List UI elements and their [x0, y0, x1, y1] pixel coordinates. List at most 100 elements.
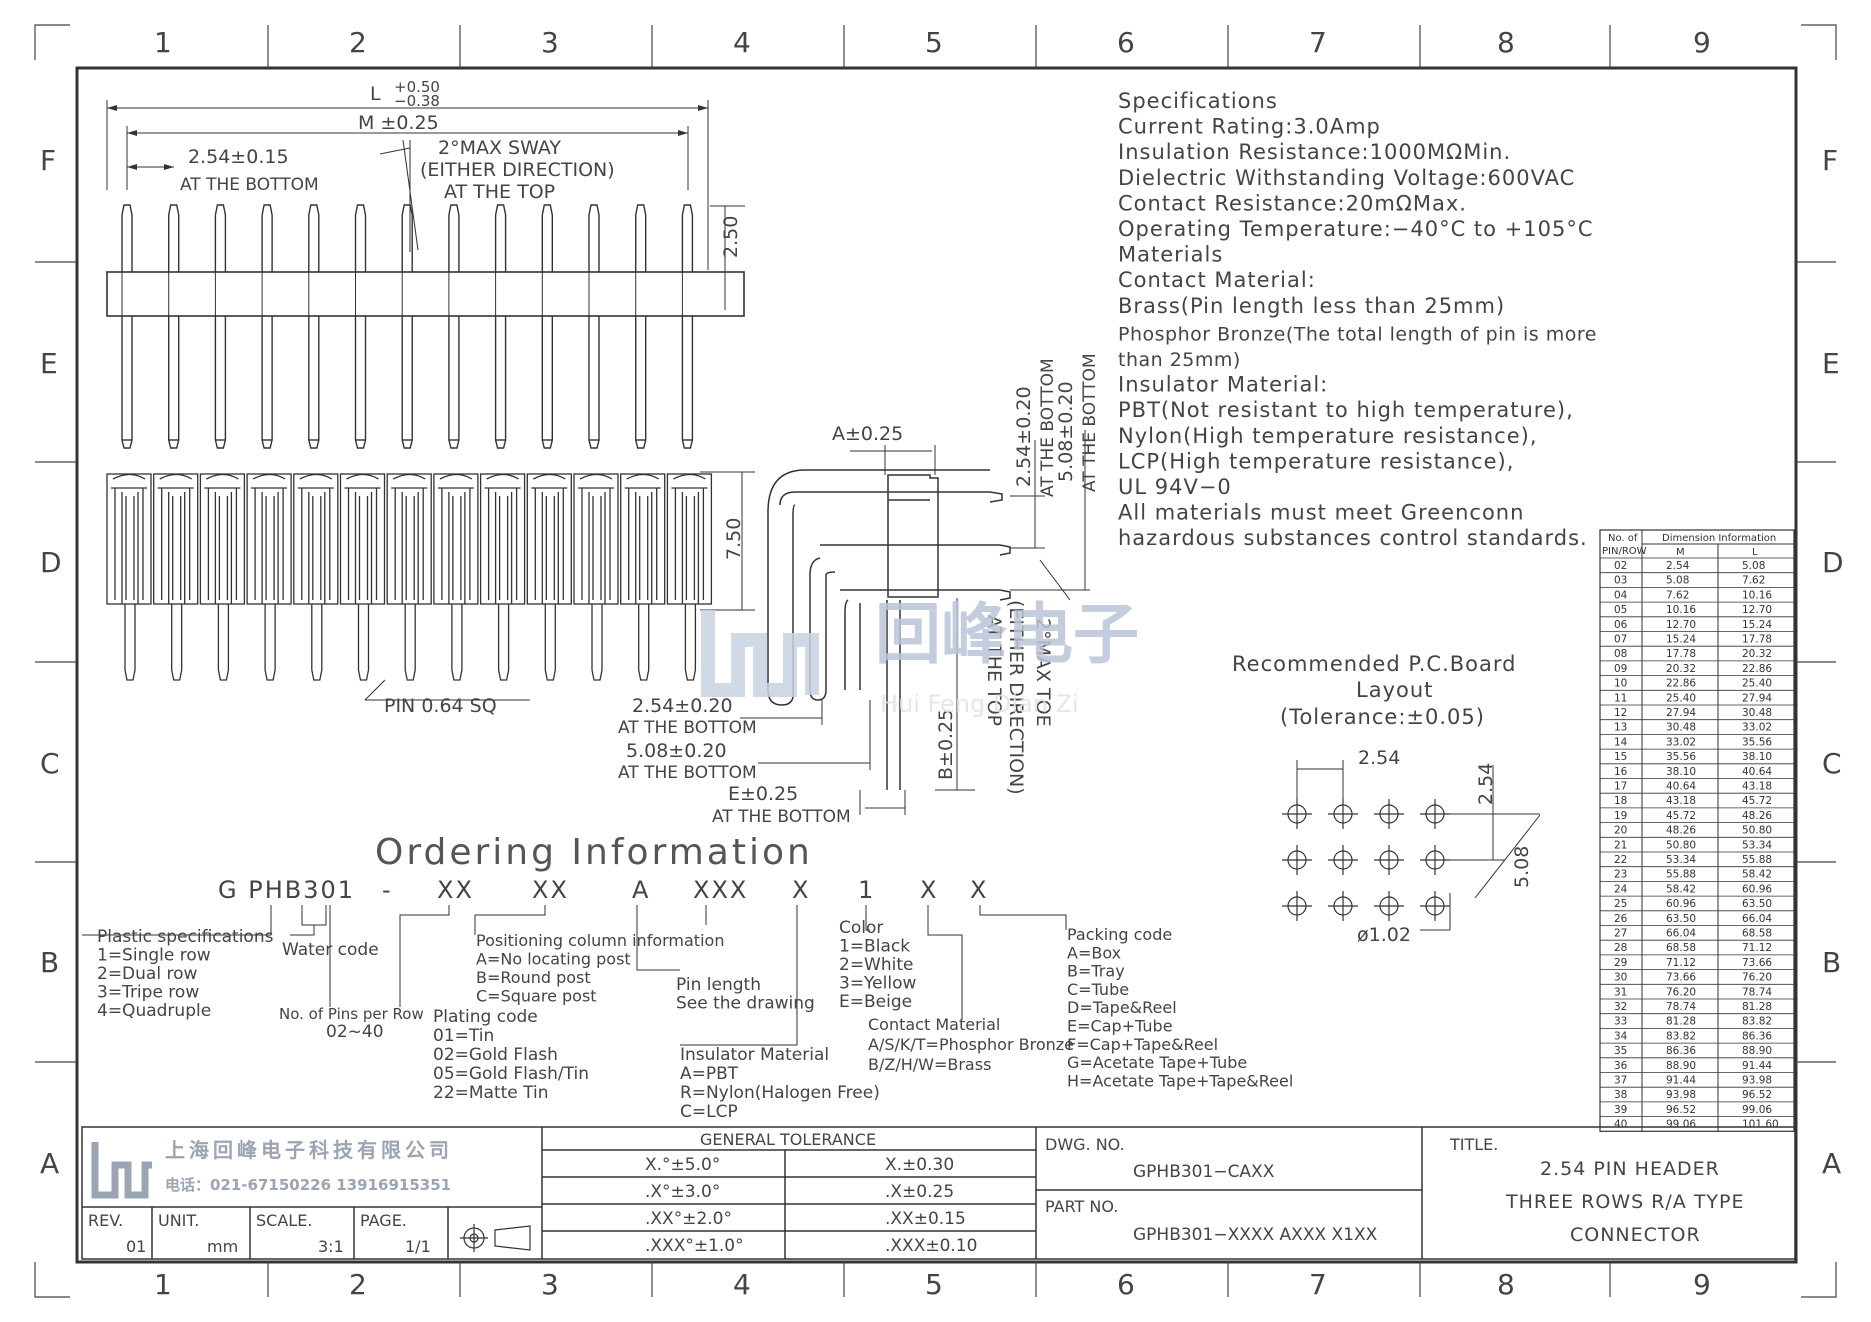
top-pin: [541, 204, 553, 272]
table-cell-m: 88.90: [1666, 1060, 1696, 1072]
table-cell-pins: 34: [1614, 1030, 1628, 1042]
zone-col-bottom-9: 9: [1693, 1268, 1711, 1301]
watermark-pinyin: Hui Feng Dian Zi: [880, 690, 1079, 718]
front-pin: [264, 604, 276, 681]
table-cell-l: 58.42: [1742, 869, 1772, 881]
dim-A: A±0.25: [832, 423, 903, 445]
table-cell-l: 27.94: [1742, 692, 1772, 704]
zone-col-bottom-8: 8: [1497, 1268, 1515, 1301]
front-cell: [666, 473, 713, 605]
tolerance-linear: .XXX±0.10: [885, 1236, 977, 1256]
top-pin-lower: [401, 316, 413, 449]
table-cell-pins: 10: [1614, 678, 1627, 690]
table-cell-l: 40.64: [1742, 766, 1772, 778]
zone-col-bottom-5: 5: [925, 1268, 943, 1301]
table-cell-m: 53.34: [1666, 854, 1696, 866]
table-cell-l: 48.26: [1742, 810, 1772, 822]
front-pin: [404, 604, 416, 681]
table-cell-l: 93.98: [1742, 1075, 1772, 1087]
table-cell-pins: 08: [1614, 648, 1627, 660]
table-cell-m: 73.66: [1666, 972, 1696, 984]
table-cell-pins: 07: [1614, 634, 1627, 646]
table-cell-m: 86.36: [1666, 1045, 1696, 1057]
zone-row-left-C: C: [40, 747, 60, 780]
zone-row-right-D: D: [1822, 546, 1844, 579]
dim-sway-note1: (EITHER DIRECTION): [420, 159, 615, 181]
spec-line: Contact Resistance:20mΩMax.: [1118, 191, 1467, 215]
spec-line: Materials: [1118, 243, 1223, 267]
dim-E: E±0.25: [728, 783, 798, 805]
front-cell: [199, 473, 246, 605]
front-cell: [526, 473, 572, 605]
table-cell-m: 55.88: [1666, 869, 1696, 881]
table-cell-m: 12.70: [1666, 619, 1696, 631]
order-plating: 05=Gold Flash/Tin: [433, 1064, 589, 1084]
zone-col-top-6: 6: [1117, 26, 1135, 59]
pcb-tolerance: (Tolerance:±0.05): [1280, 705, 1485, 729]
tolerance-angle: X.°±5.0°: [645, 1155, 720, 1175]
dim-v254: 2.54±0.20: [1013, 386, 1035, 487]
table-cell-l: 88.90: [1742, 1045, 1772, 1057]
zone-col-top-4: 4: [733, 26, 751, 59]
order-packing: F=Cap+Tape&Reel: [1067, 1035, 1218, 1054]
table-cell-l: 33.02: [1742, 722, 1772, 734]
top-pin: [588, 204, 600, 272]
rev-value: 01: [126, 1237, 146, 1256]
table-cell-m: 38.10: [1666, 766, 1696, 778]
table-cell-l: 66.04: [1742, 913, 1772, 925]
order-plating: 01=Tin: [433, 1026, 494, 1046]
order-code-part: G PHB301: [218, 876, 355, 904]
spec-line: Insulator Material:: [1118, 373, 1328, 397]
order-code-part: A: [632, 876, 650, 904]
table-cell-m: 25.40: [1666, 692, 1696, 704]
pcb-hole-dia: ø1.02: [1357, 924, 1411, 946]
top-pin-lower: [635, 316, 647, 449]
table-cell-m: 71.12: [1666, 957, 1696, 969]
page-value: 1/1: [405, 1237, 431, 1256]
spec-line: than 25mm): [1118, 349, 1241, 371]
top-pin-lower: [588, 316, 600, 449]
table-header-l: L: [1752, 547, 1758, 558]
table-cell-l: 96.52: [1742, 1089, 1772, 1101]
dim-b508-note: AT THE BOTTOM: [618, 763, 757, 783]
order-positioning: C=Square post: [476, 987, 597, 1006]
company-phone: 电话：021-67150226 13916915351: [165, 1176, 451, 1194]
order-insulator: A=PBT: [680, 1064, 739, 1084]
table-cell-l: 5.08: [1742, 560, 1765, 572]
top-pin: [308, 204, 320, 272]
front-cell: [479, 473, 526, 605]
zone-col-bottom-1: 1: [154, 1268, 172, 1301]
spec-line: PBT(Not resistant to high temperature),: [1118, 398, 1574, 422]
projection-symbol-icon: [460, 1224, 531, 1252]
table-cell-m: 35.56: [1666, 751, 1696, 763]
front-pin: [311, 604, 323, 681]
dim-L-tol-minus: −0.38: [394, 92, 440, 110]
zone-col-top-8: 8: [1497, 26, 1515, 59]
dim-b254: 2.54±0.20: [632, 695, 733, 717]
front-cell: [573, 473, 619, 605]
front-pin: [217, 604, 230, 681]
order-color: 1=Black: [839, 937, 910, 957]
spec-line: Brass(Pin length less than 25mm): [1118, 294, 1505, 318]
table-cell-m: 91.44: [1666, 1075, 1696, 1087]
top-pin-lower: [494, 316, 507, 449]
top-pin-lower: [168, 316, 180, 449]
order-plastic-spec: 2=Dual row: [97, 964, 197, 984]
top-pin-lower: [121, 316, 133, 449]
table-cell-pins: 13: [1614, 722, 1627, 734]
table-cell-l: 63.50: [1742, 898, 1772, 910]
order-code-part: 1: [858, 876, 875, 904]
front-pin: [171, 604, 183, 681]
front-cell: [153, 473, 199, 605]
spec-line: Phosphor Bronze(The total length of pin …: [1118, 323, 1597, 345]
order-packing: H=Acetate Tape+Tape&Reel: [1067, 1071, 1293, 1090]
dimension-table: [1599, 529, 1795, 1132]
table-cell-m: 93.98: [1666, 1089, 1696, 1101]
dim-toe: 2°MAX TOE: [1032, 618, 1054, 727]
table-cell-l: 55.88: [1742, 854, 1772, 866]
table-cell-l: 20.32: [1742, 648, 1772, 660]
order-packing: A=Box: [1067, 943, 1121, 962]
table-cell-m: 5.08: [1666, 575, 1689, 587]
company-name: 上海回峰电子科技有限公司: [165, 1138, 453, 1162]
